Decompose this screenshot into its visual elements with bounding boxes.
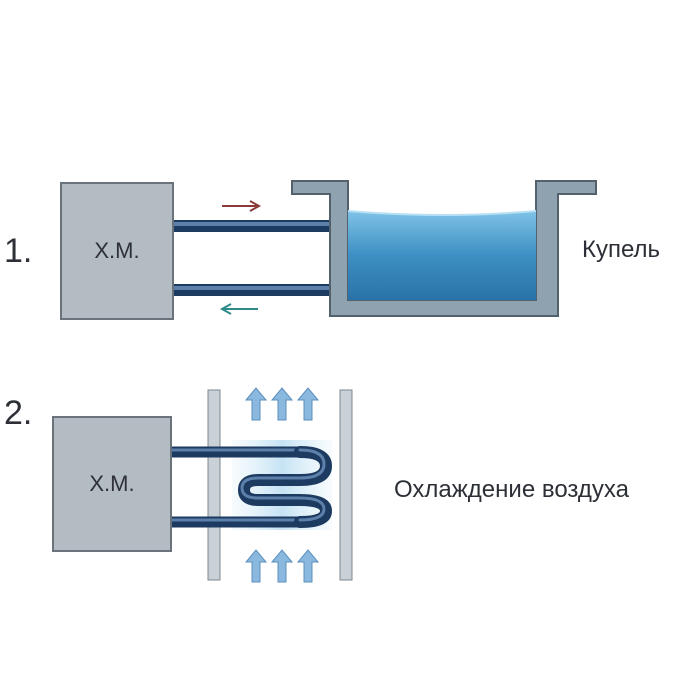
refrigeration-unit-label-2: Х.М. xyxy=(89,471,135,496)
return-pipe-1 xyxy=(166,284,344,296)
refrigeration-unit-2: Х.М. xyxy=(52,416,172,552)
supply-pipe-2 xyxy=(172,446,300,458)
cooling-coil xyxy=(237,446,333,528)
air-cooling-label: Охлаждение воздуха xyxy=(394,476,629,503)
return-flow-arrow xyxy=(219,303,258,315)
step-number-1: 1. xyxy=(4,232,33,270)
refrigeration-unit-label-1: Х.М. xyxy=(94,238,140,263)
tub-label: Купель xyxy=(582,236,661,263)
return-pipe-2 xyxy=(172,516,300,528)
supply-flow-arrow xyxy=(222,200,262,212)
step-number-2: 2. xyxy=(4,394,33,432)
plunge-tub xyxy=(291,180,597,317)
refrigeration-unit-1: Х.М. xyxy=(60,182,174,320)
air-flow-arrows-top xyxy=(244,387,320,421)
air-flow-arrows-bottom xyxy=(244,549,320,583)
supply-pipe-1 xyxy=(166,220,344,232)
